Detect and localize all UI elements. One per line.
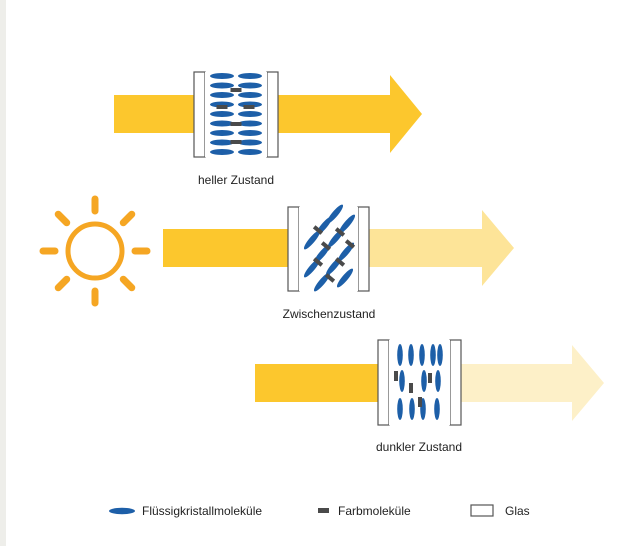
sun-ray (54, 275, 71, 292)
dark-state-label: dunkler Zustand (376, 440, 462, 454)
dye-molecule (230, 88, 242, 92)
intermediate-arrow-output (368, 210, 514, 286)
liquid-crystal-molecule (210, 139, 234, 146)
dark-glass-right (449, 339, 462, 426)
sun-ray (119, 210, 136, 227)
liquid-crystal-molecule (238, 82, 262, 89)
liquid-crystal-molecule (421, 370, 427, 392)
dye-molecule (230, 140, 242, 144)
liquid-crystal-molecule (210, 130, 234, 136)
dark-glass-left (377, 339, 390, 426)
liquid-crystal-molecule (210, 101, 234, 108)
liquid-crystal-molecule (408, 344, 414, 366)
liquid-crystal-molecule (419, 344, 425, 366)
legend-liquid-crystal-label: Flüssigkristallmoleküle (142, 504, 262, 518)
liquid-crystal-molecule (238, 111, 262, 117)
bright-glass-left (193, 71, 206, 158)
intermediate-glass-right (357, 206, 370, 292)
liquid-crystal-molecule (238, 139, 262, 146)
dye-molecule (344, 239, 356, 249)
intermediate-arrow-input (163, 229, 288, 267)
bright-molecules (210, 73, 262, 155)
liquid-crystal-molecule (210, 73, 234, 79)
liquid-crystal-molecule (210, 92, 234, 98)
intermediate-state-label: Zwischenzustand (283, 307, 376, 321)
liquid-crystal-molecule (313, 244, 331, 264)
dye-molecule (320, 241, 332, 251)
sun-icon (39, 195, 151, 307)
intermediate-glass-left (287, 206, 300, 292)
liquid-crystal-molecule (303, 230, 321, 250)
sun-ray (119, 275, 136, 292)
dark-state: dunkler Zustand (255, 339, 604, 454)
dark-arrow-input (255, 364, 378, 402)
liquid-crystal-molecule (238, 92, 262, 98)
dye-molecule (312, 257, 324, 267)
dye-molecule (334, 227, 346, 237)
dark-molecules (394, 344, 443, 420)
bright-state: heller Zustand (114, 71, 422, 187)
bright-glass-right (266, 71, 279, 158)
liquid-crystal-molecule (409, 398, 415, 420)
sun-disc (65, 221, 125, 281)
dye-molecule (418, 397, 422, 407)
legend-glass-swatch (470, 504, 494, 517)
liquid-crystal-molecule (313, 272, 331, 292)
left-border (0, 0, 6, 546)
legend-glass-label: Glas (505, 504, 530, 518)
liquid-crystal-molecule (336, 268, 354, 288)
liquid-crystal-molecule (210, 82, 234, 89)
liquid-crystal-molecule (238, 120, 262, 127)
legend: Flüssigkristallmoleküle Farbmoleküle Gla… (109, 504, 530, 518)
liquid-crystal-molecule (434, 398, 440, 420)
liquid-crystal-molecule (397, 398, 403, 420)
dye-molecule (324, 273, 336, 283)
liquid-crystal-molecule (303, 258, 321, 278)
legend-liquid-crystal-swatch (109, 507, 135, 515)
liquid-crystal-molecule (210, 120, 234, 127)
liquid-crystal-molecule (435, 370, 441, 392)
intermediate-state: Zwischenzustand (163, 204, 514, 321)
dye-molecule (312, 225, 324, 235)
liquid-crystal-molecule (337, 242, 355, 262)
liquid-crystal-molecule (238, 73, 262, 79)
bright-state-label: heller Zustand (198, 173, 274, 187)
liquid-crystal-molecule (399, 370, 405, 392)
legend-dye-label: Farbmoleküle (338, 504, 411, 518)
liquid-crystal-molecule (397, 344, 403, 366)
dye-molecule (230, 122, 242, 126)
liquid-crystal-molecule (437, 344, 443, 366)
liquid-crystal-molecule (238, 149, 262, 155)
sun-ray (54, 210, 71, 227)
liquid-crystal-molecule (238, 130, 262, 136)
dye-molecule (428, 373, 432, 383)
dye-molecule (334, 257, 346, 267)
liquid-crystal-molecule (430, 344, 436, 366)
liquid-crystal-molecule (210, 111, 234, 117)
legend-dye-swatch (318, 508, 329, 513)
dye-molecule (394, 371, 398, 381)
dye-molecule (216, 105, 228, 109)
dark-arrow-output (461, 345, 604, 421)
liquid-crystal-molecule (210, 149, 234, 155)
intermediate-molecules (303, 204, 356, 292)
dye-molecule (409, 383, 413, 393)
dye-molecule (243, 105, 255, 109)
